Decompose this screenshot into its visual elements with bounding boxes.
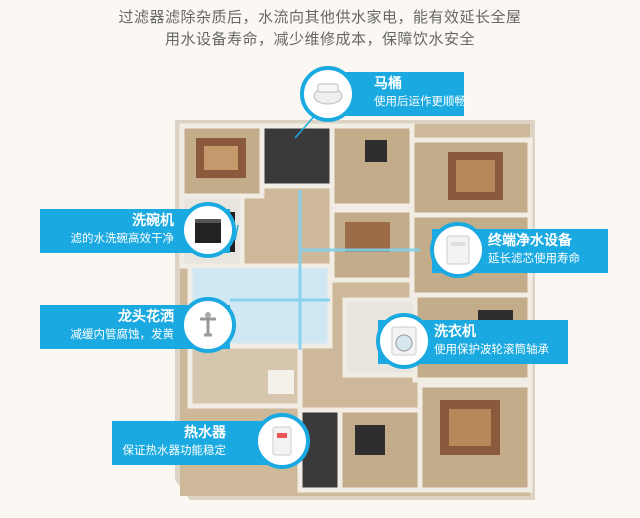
headline-line-1: 过滤器滤除杂质后，水流向其他供水家电，能有效延长全屋 bbox=[118, 8, 522, 26]
living-top bbox=[329, 123, 415, 209]
callout-faucet-subtitle: 减缓内管腐蚀，发黄 bbox=[70, 327, 175, 341]
callout-purifier-subtitle: 延长滤芯使用寿命 bbox=[488, 251, 580, 265]
bedroom-top-right bbox=[409, 137, 533, 218]
callout-purifier-title: 终端净水设备 bbox=[488, 233, 572, 249]
water-pipes bbox=[230, 190, 420, 350]
callout-heater-title: 热水器 bbox=[184, 425, 226, 441]
water-heater-icon bbox=[254, 413, 310, 469]
room-bottom-middle bbox=[337, 407, 423, 493]
dishwasher-icon bbox=[180, 202, 236, 258]
callout-faucet-title: 龙头花洒 bbox=[118, 309, 174, 325]
callout-heater: 热水器 保证热水器功能稳定 bbox=[112, 421, 282, 465]
callout-dishwasher-title: 洗碗机 bbox=[132, 213, 174, 229]
toilet-icon bbox=[300, 66, 356, 122]
faucet-icon bbox=[180, 297, 236, 353]
callout-dishwasher-subtitle: 滤的水洗碗高效干净 bbox=[70, 231, 175, 245]
callout-washer-subtitle: 使用保护波轮滚筒轴承 bbox=[434, 342, 549, 356]
callout-heater-subtitle: 保证热水器功能稳定 bbox=[122, 443, 227, 457]
callout-washer-title: 洗衣机 bbox=[434, 324, 476, 340]
washing-machine-icon bbox=[376, 313, 432, 369]
callout-toilet-title: 马桶 bbox=[374, 76, 402, 92]
headline: 过滤器滤除杂质后，水流向其他供水家电，能有效延长全屋 用水设备寿命，减少维修成本… bbox=[0, 6, 640, 50]
headline-line-2: 用水设备寿命，减少维修成本，保障饮水安全 bbox=[164, 30, 475, 48]
water-purifier-icon bbox=[430, 222, 486, 278]
callout-toilet-subtitle: 使用后运作更顺畅 bbox=[374, 94, 466, 108]
